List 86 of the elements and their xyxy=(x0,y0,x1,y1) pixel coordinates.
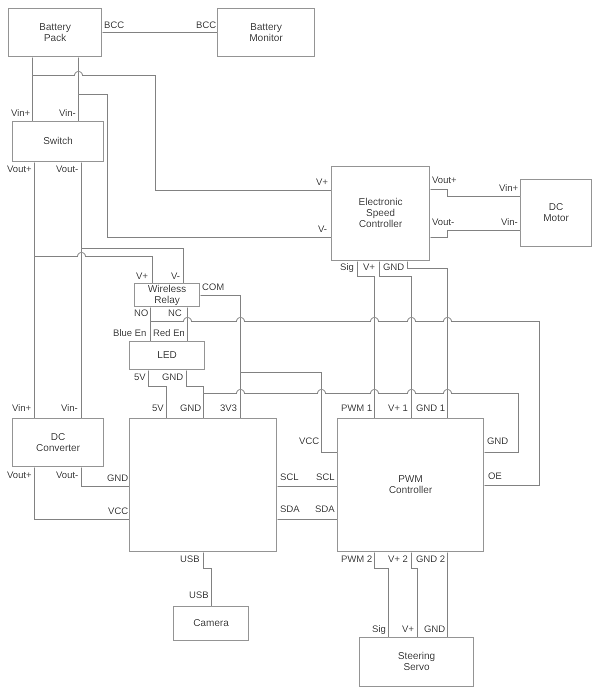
wire xyxy=(430,230,521,238)
component-box: DC Converter xyxy=(12,418,104,467)
wire xyxy=(187,307,188,342)
pin-label: NC xyxy=(168,309,182,319)
component-box: Wireless Relay xyxy=(134,283,200,307)
pin-label: Vin+ xyxy=(12,404,32,414)
component-box: PWM Controller xyxy=(337,418,484,552)
pin-label: SCL xyxy=(280,473,298,483)
pin-label: GND 1 xyxy=(416,404,446,414)
component-box: LED xyxy=(129,341,205,370)
pin-label: Red En xyxy=(153,329,185,339)
pin-label: Vin- xyxy=(61,404,78,414)
pin-label: V+ xyxy=(363,263,375,273)
pin-label: 5V xyxy=(152,404,164,414)
pin-label: Sig xyxy=(340,263,354,273)
pin-label: COM xyxy=(202,283,224,293)
pin-label: SCL xyxy=(316,473,334,483)
wire xyxy=(32,57,332,191)
wire xyxy=(34,162,153,284)
pin-label: Vout- xyxy=(432,218,454,228)
wire xyxy=(357,261,375,419)
pin-label: 3V3 xyxy=(220,404,237,414)
pin-label: Vout- xyxy=(56,471,78,481)
wire xyxy=(277,486,338,487)
pin-label: Vin- xyxy=(501,218,518,228)
wire xyxy=(150,307,540,486)
wire xyxy=(407,261,448,419)
pin-label: SDA xyxy=(280,505,300,515)
pin-label: Vout+ xyxy=(7,471,32,481)
pin-label: GND xyxy=(180,404,202,414)
pin-label: V+ 1 xyxy=(388,404,408,414)
component-box xyxy=(129,418,277,552)
pin-label: Blue En xyxy=(113,329,146,339)
pin-label: BCC xyxy=(196,21,216,31)
pin-label: GND xyxy=(107,474,128,484)
pin-label: PWM 2 xyxy=(341,555,372,565)
wire xyxy=(430,189,521,197)
pin-label: V+ xyxy=(316,178,328,188)
pin-label: GND xyxy=(424,625,446,635)
pin-label: USB xyxy=(189,591,209,601)
component-box: Electronic Speed Controller xyxy=(331,166,430,261)
pin-label: USB xyxy=(180,555,200,565)
wire xyxy=(277,519,338,520)
pin-label: Vin+ xyxy=(499,184,518,194)
component-box: DC Motor xyxy=(520,179,592,247)
pin-label: NO xyxy=(134,309,148,319)
component-box: Battery Monitor xyxy=(217,8,315,57)
wire xyxy=(78,57,332,238)
wire xyxy=(148,370,167,419)
pin-label: GND xyxy=(162,373,184,383)
component-box: Battery Pack xyxy=(8,8,102,57)
pin-label: VCC xyxy=(108,507,128,517)
pin-label: GND xyxy=(383,263,404,273)
component-box: Switch xyxy=(12,121,104,162)
pin-label: BCC xyxy=(104,21,124,31)
wire xyxy=(102,32,218,33)
wire xyxy=(203,552,212,607)
pin-label: Vin+ xyxy=(11,109,30,119)
wire xyxy=(34,467,130,520)
pin-label: Vout+ xyxy=(7,165,32,175)
wire xyxy=(240,372,338,453)
pin-label: GND xyxy=(487,437,508,447)
wire xyxy=(379,261,412,419)
pin-label: 5V xyxy=(134,373,146,383)
pin-label: OE xyxy=(488,472,502,482)
pin-label: V+ 2 xyxy=(388,555,408,565)
pin-label: V+ xyxy=(136,272,148,282)
wire xyxy=(447,552,448,638)
pin-label: SDA xyxy=(315,505,335,515)
pin-label: GND 2 xyxy=(416,555,446,565)
wire xyxy=(203,389,519,453)
pin-label: PWM 1 xyxy=(341,404,372,414)
pin-label: VCC xyxy=(299,437,320,447)
pin-label: Sig xyxy=(372,625,386,635)
pin-label: Vin- xyxy=(59,109,76,119)
pin-label: Vout- xyxy=(56,165,78,175)
pin-label: Vout+ xyxy=(432,176,457,186)
component-box: Steering Servo xyxy=(359,637,474,687)
component-box: Camera xyxy=(173,606,249,641)
pin-label: V+ xyxy=(402,625,414,635)
wire xyxy=(411,552,418,638)
wire xyxy=(81,162,184,284)
pin-label: V- xyxy=(318,225,327,235)
pin-label: V- xyxy=(171,272,180,282)
wire xyxy=(374,552,389,638)
wire xyxy=(81,467,130,487)
